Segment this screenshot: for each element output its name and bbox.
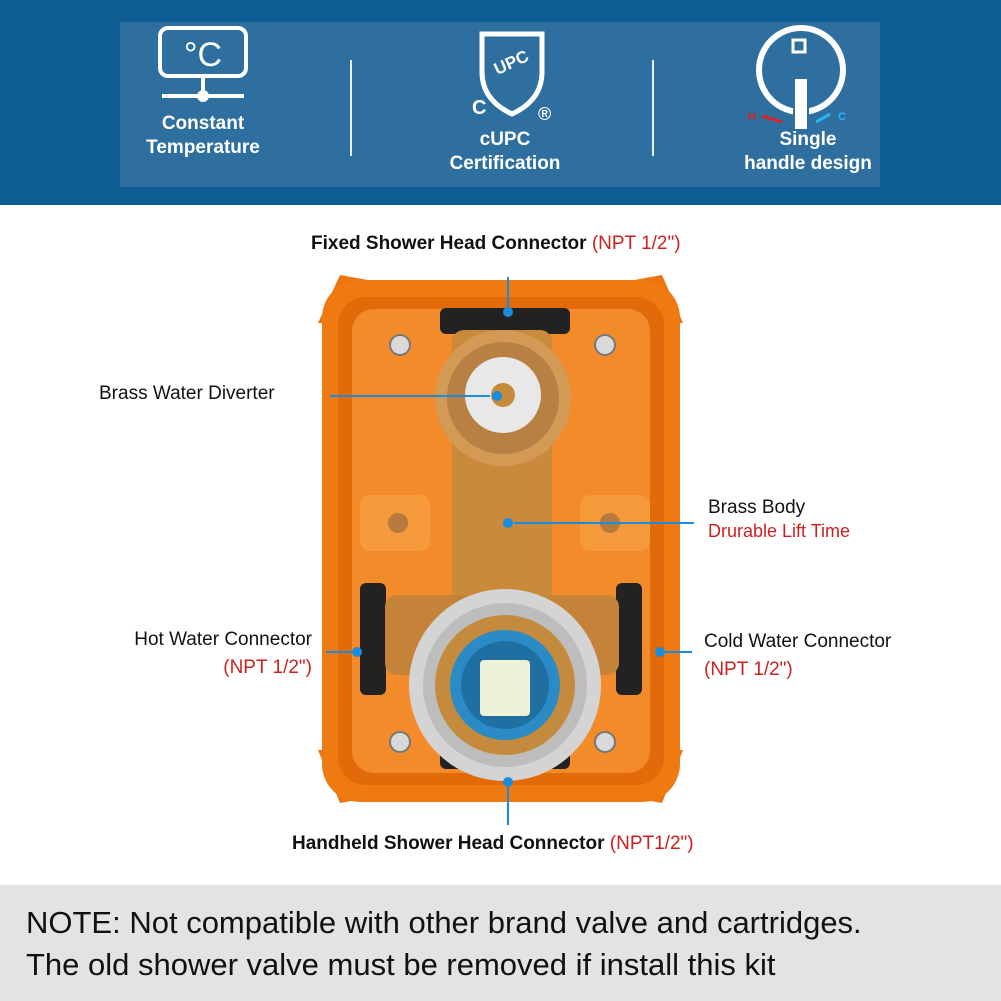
feature-strip: °C Constant Temperature UPC C ® cUPC Cer… bbox=[120, 22, 880, 187]
callout-brass-water-diverter: Brass Water Diverter bbox=[99, 383, 275, 405]
feature-single-handle: H C Single handle design bbox=[738, 22, 878, 187]
callout-spec: Drurable Lift Time bbox=[708, 521, 851, 541]
callout-dot bbox=[655, 647, 665, 657]
callout-brass-body: Brass Body Drurable Lift Time bbox=[708, 497, 850, 542]
single-handle-icon: H C bbox=[748, 25, 846, 131]
callout-hot-water-connector: Hot Water Connector (NPT 1/2") bbox=[100, 629, 312, 679]
note-line-2: The old shower valve must be removed if … bbox=[26, 947, 776, 982]
callout-label: Cold Water Connector bbox=[704, 631, 892, 652]
valve-body-illustration bbox=[318, 275, 683, 803]
callout-dot bbox=[503, 777, 513, 787]
feature-constant-temperature: °C Constant Temperature bbox=[128, 22, 278, 187]
callout-spec: (NPT 1/2") bbox=[223, 657, 312, 678]
callout-label: Handheld Shower Head Connector bbox=[292, 833, 610, 854]
callout-label: Fixed Shower Head Connector bbox=[311, 233, 592, 254]
svg-text:C: C bbox=[472, 97, 486, 119]
feature-cupc-certification: UPC C ® cUPC Certification bbox=[425, 22, 585, 187]
callout-label: Hot Water Connector bbox=[134, 629, 312, 650]
svg-text:°C: °C bbox=[184, 36, 222, 74]
callout-dot bbox=[492, 391, 502, 401]
callout-dot bbox=[503, 518, 513, 528]
callout-spec: (NPT 1/2") bbox=[704, 659, 793, 680]
leader-line bbox=[514, 522, 694, 524]
cupc-shield-icon: UPC C ® bbox=[472, 31, 551, 122]
svg-text:H: H bbox=[748, 111, 756, 123]
leader-line bbox=[507, 277, 509, 311]
callout-label: Brass Water Diverter bbox=[99, 383, 275, 404]
thermostat-celsius-icon: °C bbox=[158, 26, 248, 102]
divider bbox=[350, 60, 352, 156]
callout-dot bbox=[503, 307, 513, 317]
callout-label: Brass Body bbox=[708, 497, 806, 518]
divider bbox=[652, 60, 654, 156]
callout-spec: (NPT 1/2") bbox=[591, 233, 681, 254]
leader-line bbox=[507, 785, 509, 825]
feature-label: Constant Temperature bbox=[146, 113, 260, 158]
svg-text:®: ® bbox=[538, 104, 551, 122]
svg-text:UPC: UPC bbox=[491, 46, 532, 78]
callout-fixed-shower-connector: Fixed Shower Head Connector (NPT 1/2") bbox=[311, 233, 681, 255]
leader-line bbox=[664, 651, 692, 653]
feature-banner: °C Constant Temperature UPC C ® cUPC Cer… bbox=[0, 0, 1001, 205]
feature-label: cUPC Certification bbox=[449, 129, 561, 174]
callout-cold-water-connector: Cold Water Connector (NPT 1/2") bbox=[704, 631, 891, 681]
compatibility-note: NOTE: Not compatible with other brand va… bbox=[0, 885, 1001, 1001]
callout-spec: (NPT1/2") bbox=[609, 833, 694, 854]
feature-label: Single handle design bbox=[744, 129, 872, 174]
leader-line bbox=[326, 651, 354, 653]
callout-handheld-shower-connector: Handheld Shower Head Connector (NPT1/2") bbox=[292, 833, 694, 855]
note-line-1: NOTE: Not compatible with other brand va… bbox=[26, 905, 862, 940]
callout-dot bbox=[352, 647, 362, 657]
valve-diagram: Fixed Shower Head Connector (NPT 1/2") B… bbox=[0, 205, 1001, 885]
leader-line bbox=[330, 395, 490, 397]
svg-text:C: C bbox=[838, 111, 846, 123]
